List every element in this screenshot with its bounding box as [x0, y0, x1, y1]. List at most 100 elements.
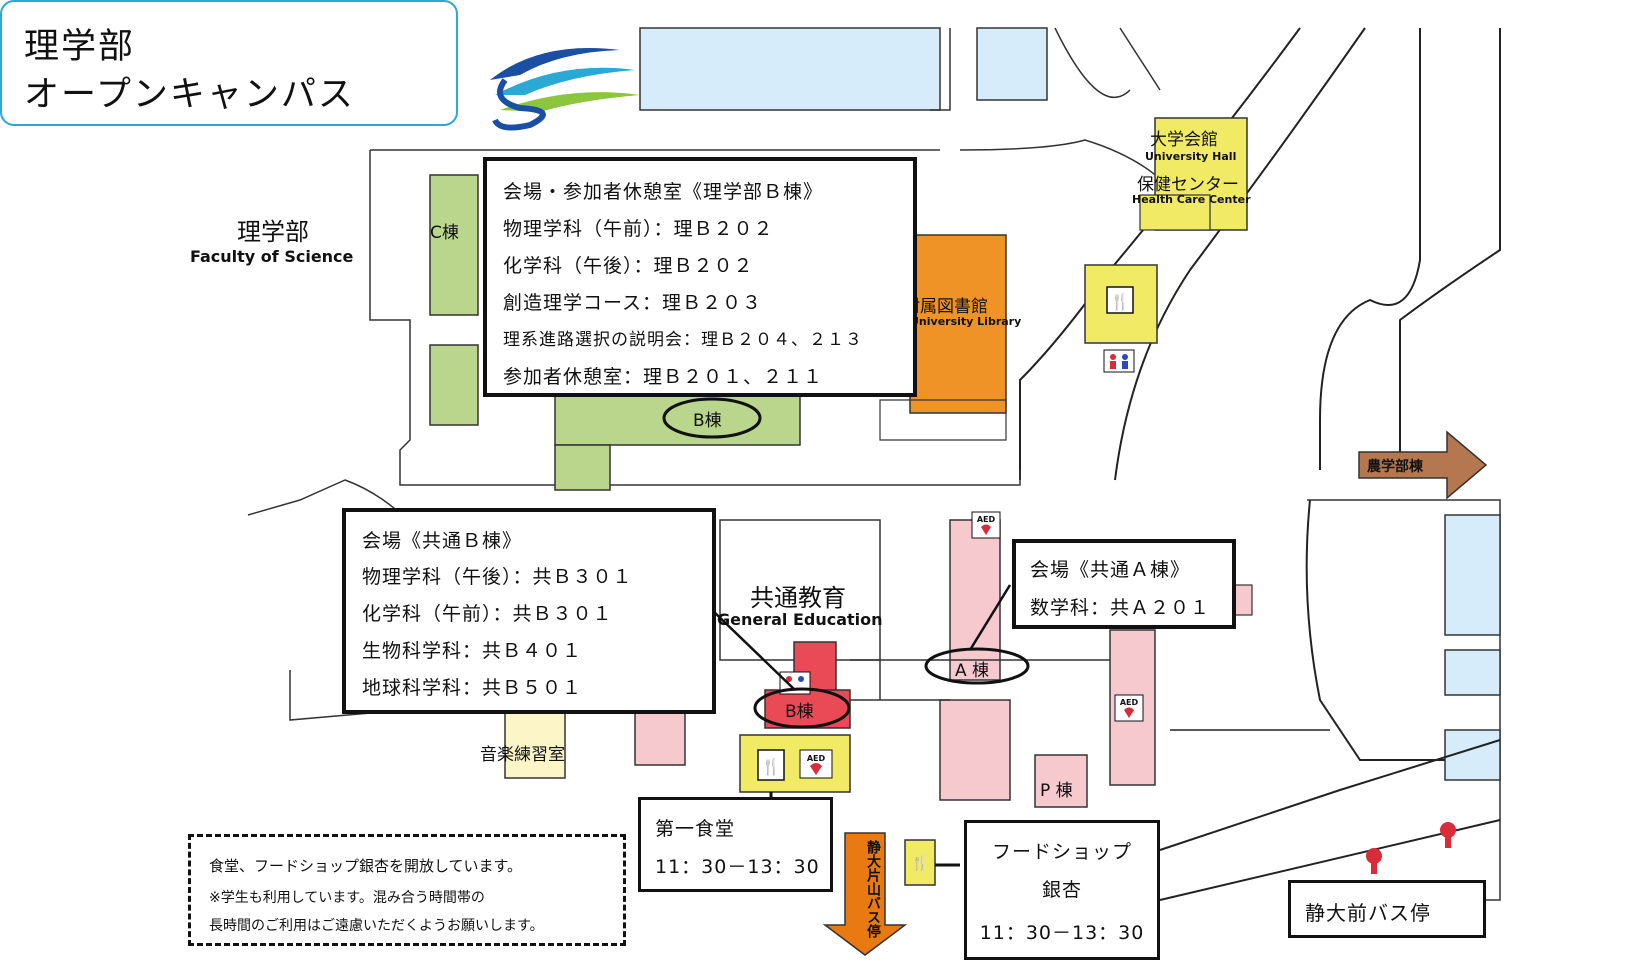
cafeteria-north-icon-bg	[1106, 286, 1134, 314]
agri-label: 農学部棟	[1367, 459, 1423, 475]
health-label-jp: 保健センター	[1137, 175, 1239, 195]
cutlery-icon-shop: 🍴	[911, 855, 928, 872]
east-blue-building-2	[1444, 649, 1501, 696]
cutlery-icon: 🍴	[1110, 292, 1130, 311]
restroom-north-bg	[1103, 349, 1135, 373]
food-shop-name2: 銀杏	[1041, 879, 1082, 901]
science-b-line: 創造理学コース：理Ｂ２０３	[503, 292, 763, 314]
curved-road-1	[1019, 27, 1301, 480]
curved-road-2	[1114, 27, 1366, 481]
science-area-outline	[369, 150, 1021, 486]
hall-label-en: University Hall	[1145, 150, 1237, 163]
south-road-2	[1159, 739, 1501, 851]
bus-stop-icon	[1366, 822, 1456, 874]
science-b-line: 理系進路選択の説明会：理Ｂ２０４、２１３	[503, 330, 863, 350]
general-a-wing-ellipse	[924, 647, 1030, 685]
food-shop-box: フードショップ 銀杏 11：30－13：30	[964, 820, 1160, 960]
science-b-wing-ellipse	[662, 397, 762, 439]
aed-icon: AED	[807, 754, 826, 763]
restroom-icon-general-2	[798, 676, 804, 682]
notice-line: 長時間のご利用はご遠慮いただくようお願いします。	[209, 918, 544, 934]
title-line-2: オープンキャンパス	[24, 75, 355, 115]
general-a-line: 数学科：共Ａ２０１	[1030, 597, 1211, 619]
restroom-icon-general	[786, 676, 792, 682]
general-label-jp: 共通教育	[750, 584, 846, 612]
general-b-line: 地球科学科：共Ｂ５０１	[362, 677, 583, 699]
science-b-venue-box: 会場・参加者休憩室《理学部Ｂ棟》 物理学科（午前）：理Ｂ２０２ 化学科（午後）：…	[483, 157, 917, 397]
music-room-label: 音楽練習室	[480, 745, 565, 765]
cafeteria-north-building	[1084, 264, 1158, 344]
aed-icon-a: AED	[977, 515, 996, 524]
general-b-venue-box: 会場《共通Ｂ棟》 物理学科（午後）：共Ｂ３０１ 化学科（午前）：共Ｂ３０１ 生物…	[342, 508, 716, 714]
east-road	[1305, 499, 1445, 761]
cafeteria-name: 第一食堂	[655, 818, 736, 840]
general-a-title: 会場《共通Ａ棟》	[1030, 559, 1191, 581]
food-notice-box: 食堂、フードショップ銀杏を開放しています。 ※学生も利用しています。混み合う時間…	[188, 834, 626, 946]
title-box: 理学部 オープンキャンパス	[0, 0, 458, 126]
walkway	[850, 659, 1110, 701]
p-wing-label: P 棟	[1040, 781, 1073, 801]
restroom-icon-bodies-2	[1122, 361, 1128, 369]
cafeteria-hours: 11：30－13：30	[655, 856, 820, 878]
notice-line: ※学生も利用しています。混み合う時間帯の	[209, 890, 485, 906]
general-label-en: General Education	[717, 610, 883, 629]
science-b-line: 参加者休憩室：理Ｂ２０１、２１１	[503, 366, 824, 388]
general-b-wing-ellipse	[753, 687, 851, 729]
restroom-icon-2	[1122, 354, 1128, 360]
general-b-line: 生物科学科：共Ｂ４０１	[362, 640, 583, 662]
library-label-jp: 附属図書館	[903, 297, 988, 317]
curved-road-4	[1399, 28, 1501, 460]
general-b-title: 会場《共通Ｂ棟》	[362, 530, 523, 552]
science-b-line: 物理学科（午前）：理Ｂ２０２	[503, 218, 774, 240]
c-wing-label: C棟	[430, 223, 459, 243]
aed-icon-east: AED	[1120, 698, 1139, 707]
cutlery-icon-cafeteria: 🍴	[761, 757, 781, 776]
east-blue-building-1	[1444, 514, 1501, 636]
health-center-annex	[1139, 194, 1211, 231]
aed-heart-east	[1124, 707, 1134, 718]
general-b-wing-label: B棟	[785, 702, 814, 722]
notice-line: 食堂、フードショップ銀杏を開放しています。	[209, 857, 523, 875]
faculty-wave-logo	[490, 48, 640, 131]
arrow-down-icon	[822, 832, 908, 956]
top-road-outline	[370, 27, 1161, 151]
bus-stop-box: 静大前バス停	[1288, 880, 1486, 938]
library-steps	[879, 399, 1007, 441]
general-a-wing-label: A 棟	[955, 661, 990, 681]
cafeteria-box: 第一食堂 11：30－13：30	[638, 797, 833, 892]
top-building-blue-1	[639, 27, 941, 111]
health-label-en: Health Care Center	[1132, 193, 1251, 206]
restroom-icon-bodies	[1110, 361, 1116, 369]
leader-general-b	[711, 609, 796, 691]
science-b-title: 会場・参加者休憩室《理学部Ｂ棟》	[503, 181, 824, 203]
cafeteria-cutlery-bg	[757, 749, 785, 781]
general-p-wing	[1034, 754, 1088, 808]
bus-stop-label: 静大前バス停	[1305, 901, 1431, 925]
food-shop-name1: フードショップ	[991, 841, 1132, 863]
cafeteria-first-building	[739, 734, 851, 793]
leader-general-a	[968, 584, 1012, 651]
top-building-blue-2	[976, 27, 1048, 101]
hall-label-jp: 大学会館	[1150, 130, 1218, 150]
aed-heart-a	[981, 524, 991, 535]
arrow-right-icon	[1358, 430, 1488, 500]
science-label-jp: 理学部	[237, 218, 309, 246]
title-line-1: 理学部	[24, 27, 136, 67]
curved-road-3	[1319, 28, 1421, 470]
food-shop-building	[904, 839, 936, 886]
science-b-wing-label: B棟	[693, 411, 722, 431]
general-a-wing-top	[949, 519, 1001, 681]
library-label-en: University Library	[910, 315, 1022, 328]
science-c-wing	[429, 174, 479, 316]
general-b-line: 物理学科（午後）：共Ｂ３０１	[362, 566, 633, 588]
aed-heart	[810, 763, 822, 775]
science-b-wing-annex	[554, 444, 611, 491]
general-a-wing-bottom	[939, 699, 1011, 801]
general-a-venue-box: 会場《共通Ａ棟》 数学科：共Ａ２０１	[1012, 539, 1236, 629]
science-label-en: Faculty of Science	[190, 247, 354, 266]
science-left-wing	[429, 344, 479, 426]
bus-route-label: 静大片山バス停	[865, 840, 881, 938]
restroom-icon	[1110, 354, 1116, 360]
food-shop-hours: 11：30－13：30	[979, 922, 1145, 944]
